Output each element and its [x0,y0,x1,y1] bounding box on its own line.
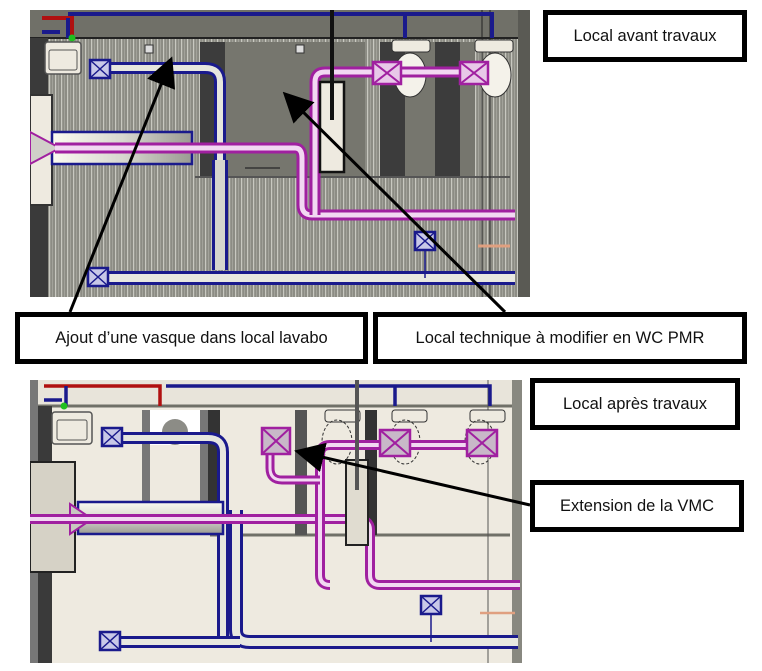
callout-vasque: Ajout d’une vasque dans local lavabo [15,312,368,364]
top-utility-strip [30,380,522,405]
supply-diffuser-3 [419,594,443,616]
supply-duct-network [100,432,518,649]
cold-water-pipe [42,12,494,38]
extract-grille-1 [371,60,403,86]
label-before: Local avant travaux [543,10,747,62]
callout-vmc: Extension de la VMC [530,480,744,532]
supply-diffuser-1 [100,426,124,448]
extract-grille-2 [465,428,499,458]
hot-water-pipe [42,16,74,38]
extract-grille-1 [378,428,412,458]
right-wall [518,10,530,297]
washbasin [51,411,93,445]
water-valve [60,402,68,410]
supply-diffuser-3 [413,230,437,252]
new-extract-grille [260,426,292,456]
callout-technique: Local technique à modifier en WC PMR [373,312,747,364]
supply-diffuser-2 [98,630,122,652]
washbasin [44,41,82,75]
duct-reducer-cone [30,130,63,166]
hot-water-pipe [44,384,162,406]
cold-water-pipe [44,384,492,406]
water-valve [68,34,76,42]
extract-grille-2 [458,60,490,86]
right-wall [512,380,522,663]
label-after: Local après travaux [530,378,740,430]
plan-before [30,10,530,297]
supply-diffuser-2 [86,266,110,288]
supply-diffuser-1 [88,58,112,80]
plan-after [30,380,522,663]
